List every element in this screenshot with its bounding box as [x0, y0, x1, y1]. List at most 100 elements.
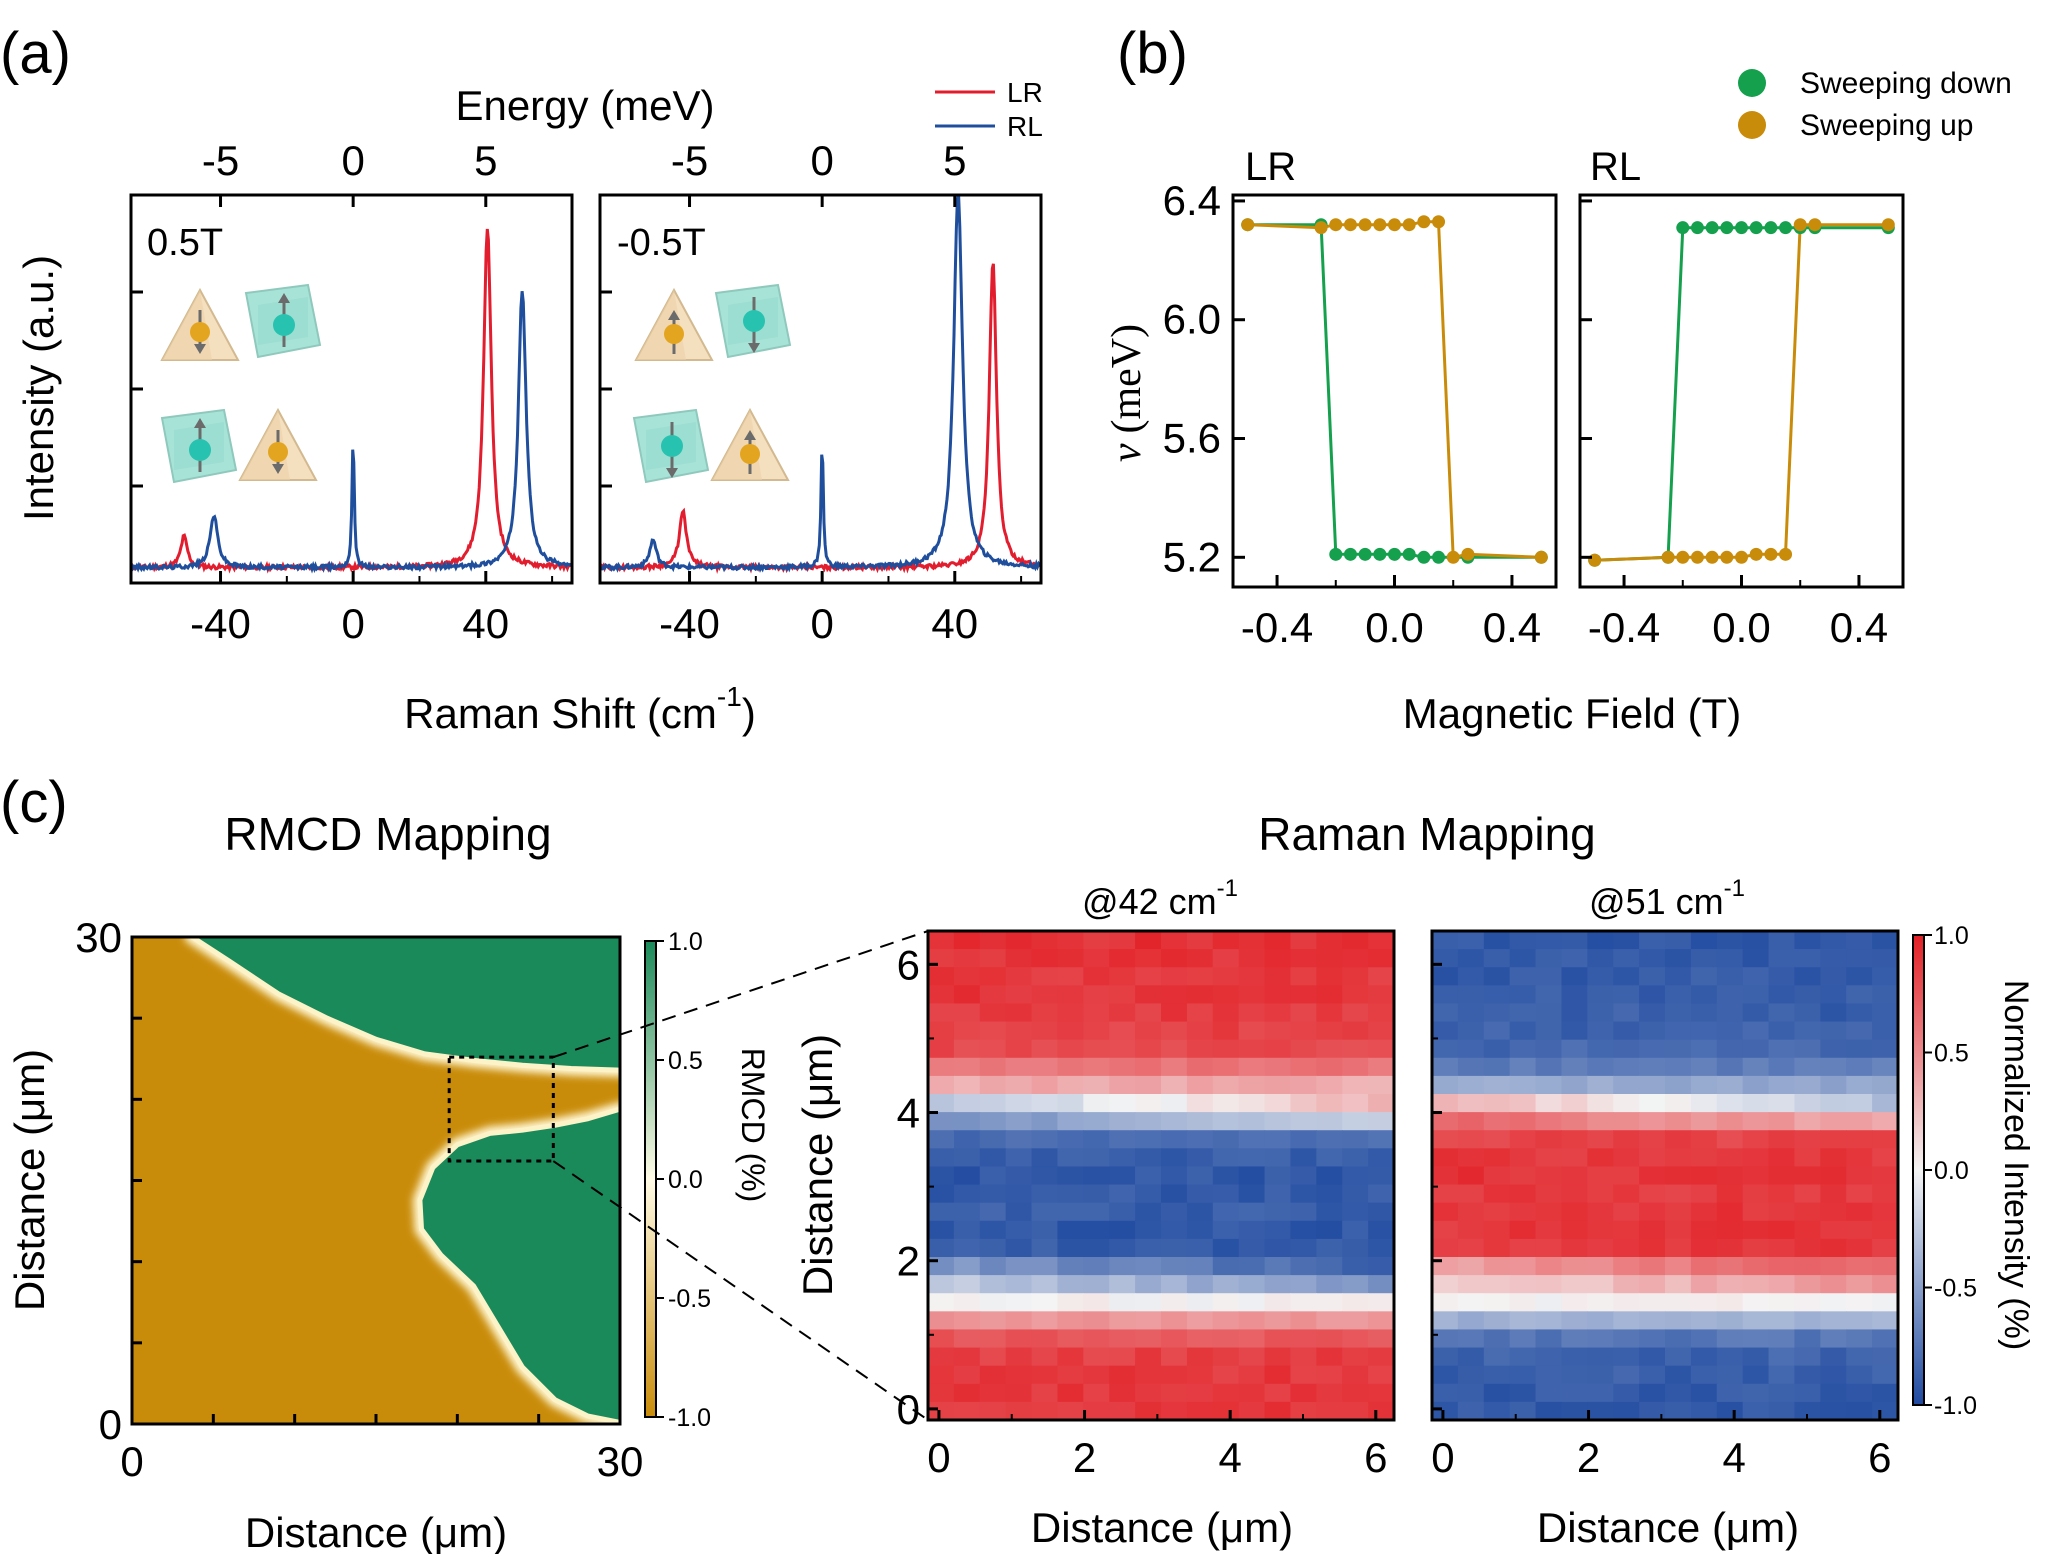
c-raman51-cell	[1457, 1202, 1485, 1222]
c-raman51-title: @51 cm-1	[1589, 875, 1745, 922]
c-raman51-cell	[1432, 1365, 1459, 1385]
c-rmcd-xtick-label: 30	[597, 1438, 644, 1485]
c-raman51-cell	[1872, 1184, 1899, 1204]
c-raman51-cell	[1794, 1293, 1821, 1312]
c-raman42-cell	[1083, 985, 1110, 1005]
a-right-series-group	[600, 195, 1041, 574]
b-left-xtick-label: -0.4	[1241, 604, 1313, 651]
c-raman51-cell	[1457, 1039, 1485, 1059]
c-raman42-cell	[1290, 1075, 1317, 1095]
c-raman42-cell	[1342, 1275, 1369, 1294]
c-raman51-cell	[1587, 1220, 1614, 1240]
c-raman42-cell	[1368, 1039, 1395, 1059]
b-right-frame	[1578, 193, 1905, 589]
tetrahedron-spin-up-icon-2	[710, 407, 790, 481]
c-raman51-cell	[1820, 1383, 1847, 1403]
c-raman42-cell	[1212, 1275, 1240, 1294]
c-raman51-cell	[1742, 1039, 1770, 1059]
c-raman51-cell	[1820, 1039, 1847, 1059]
c-raman51-cell	[1432, 1112, 1459, 1131]
c-raman51-cell	[1742, 1311, 1770, 1331]
c-raman51-cell	[1561, 1130, 1588, 1149]
b-right-xtick-label: 0.4	[1830, 604, 1888, 651]
c-raman42-cell	[1316, 1365, 1343, 1385]
c-raman42-cell	[1031, 1275, 1059, 1294]
c-raman51-cell	[1846, 1329, 1873, 1349]
c-raman42-cell	[1264, 1311, 1292, 1331]
c-raman51-cell	[1794, 1220, 1821, 1240]
c-raman51-cell	[1665, 1383, 1692, 1403]
c-raman51-cell	[1587, 1202, 1614, 1222]
c-raman42-cell	[1005, 1220, 1033, 1240]
c-raman51-cell	[1639, 1184, 1666, 1204]
c-raman42-cell	[1057, 1039, 1084, 1059]
c-raman42-cell	[1290, 1039, 1317, 1059]
c-raman51-cell	[1690, 1275, 1718, 1294]
c-raman51-cell	[1742, 1238, 1770, 1258]
c-raman42-cell	[928, 1347, 955, 1367]
c-raman51-cell	[1483, 949, 1511, 968]
c-raman42-cell	[1316, 1275, 1343, 1294]
c-raman42-cell	[1109, 1166, 1136, 1186]
c-raman42-cell	[1135, 931, 1162, 950]
c-raman42-cell	[1212, 1347, 1240, 1367]
c-raman42-cell	[1031, 1112, 1059, 1131]
c-raman42-cell	[1238, 1220, 1266, 1240]
c-raman51-cell	[1457, 1057, 1485, 1077]
b-left-point-up	[1402, 218, 1416, 232]
c-raman42-cell	[1342, 1220, 1369, 1240]
c-rmcd-cbtick-label: -1.0	[668, 1404, 711, 1432]
c-raman42-cell	[1316, 967, 1343, 986]
c-raman51-cell	[1872, 985, 1899, 1005]
c-raman42-cell	[1212, 1075, 1240, 1095]
c-raman42-cell	[1083, 1275, 1110, 1294]
c-raman51-cell	[1587, 1257, 1614, 1276]
c-raman51-cell	[1794, 931, 1821, 950]
c-raman51-cell	[1794, 1075, 1821, 1095]
c-raman42-cell	[1109, 1238, 1136, 1258]
c-raman51-cell	[1742, 1275, 1770, 1294]
c-raman42-cell	[1342, 1166, 1369, 1186]
c-raman42-cell	[1031, 1094, 1059, 1113]
c-raman51-cell	[1690, 1057, 1718, 1077]
c-raman42-cell	[1083, 1347, 1110, 1367]
c-raman42-cell	[1135, 1039, 1162, 1059]
c-raman42-cell	[1109, 1347, 1136, 1367]
c-raman42-cell	[953, 1039, 981, 1059]
c-raman51-cell	[1535, 1202, 1563, 1222]
c-raman51-cell	[1432, 931, 1459, 950]
c-raman51-cell	[1820, 1202, 1847, 1222]
c-raman42-cell	[1005, 1166, 1033, 1186]
c-raman51-cell	[1716, 1075, 1744, 1095]
b-right-point-down	[1720, 221, 1734, 235]
c-raman42-cell	[1238, 1148, 1266, 1168]
c-norm-cbtick-label: -1.0	[1934, 1392, 1977, 1420]
c-raman51-cell	[1820, 1184, 1847, 1204]
c-raman51-cell	[1561, 1166, 1588, 1186]
c-raman51-cell	[1846, 1148, 1873, 1168]
c-rmcd-cbtick-label: -0.5	[668, 1285, 711, 1313]
c-raman42-cell	[1083, 1166, 1110, 1186]
c-raman51-cell	[1768, 1057, 1796, 1077]
c-raman42-cell	[1368, 1184, 1395, 1204]
c-raman51-cell	[1872, 1003, 1899, 1023]
c-raman42-cell	[1186, 1238, 1214, 1258]
c-raman51-cell	[1846, 967, 1873, 986]
c-raman51-cell	[1483, 1329, 1511, 1349]
c-raman51-cell	[1768, 1112, 1796, 1131]
c-raman42-cell	[1316, 1202, 1343, 1222]
c-raman51-cell	[1432, 1311, 1459, 1331]
b-right-series-group	[1588, 218, 1895, 567]
c-raman42-cell	[1057, 1057, 1084, 1077]
c-raman42-cell	[1264, 985, 1292, 1005]
c-raman51-cell	[1872, 1220, 1899, 1240]
c-raman51-cell	[1509, 1039, 1537, 1059]
c-raman42-cell	[1109, 1220, 1136, 1240]
c-raman51-cell	[1535, 1112, 1563, 1131]
c-raman42-cell	[1238, 1347, 1266, 1367]
c-raman42-cell	[928, 1130, 955, 1149]
b-left-ytick-label: 6.4	[1163, 177, 1221, 224]
c-raman51-cell	[1639, 1293, 1666, 1312]
c-raman42-cell	[1316, 1311, 1343, 1331]
c-raman42-cell	[1290, 1311, 1317, 1331]
